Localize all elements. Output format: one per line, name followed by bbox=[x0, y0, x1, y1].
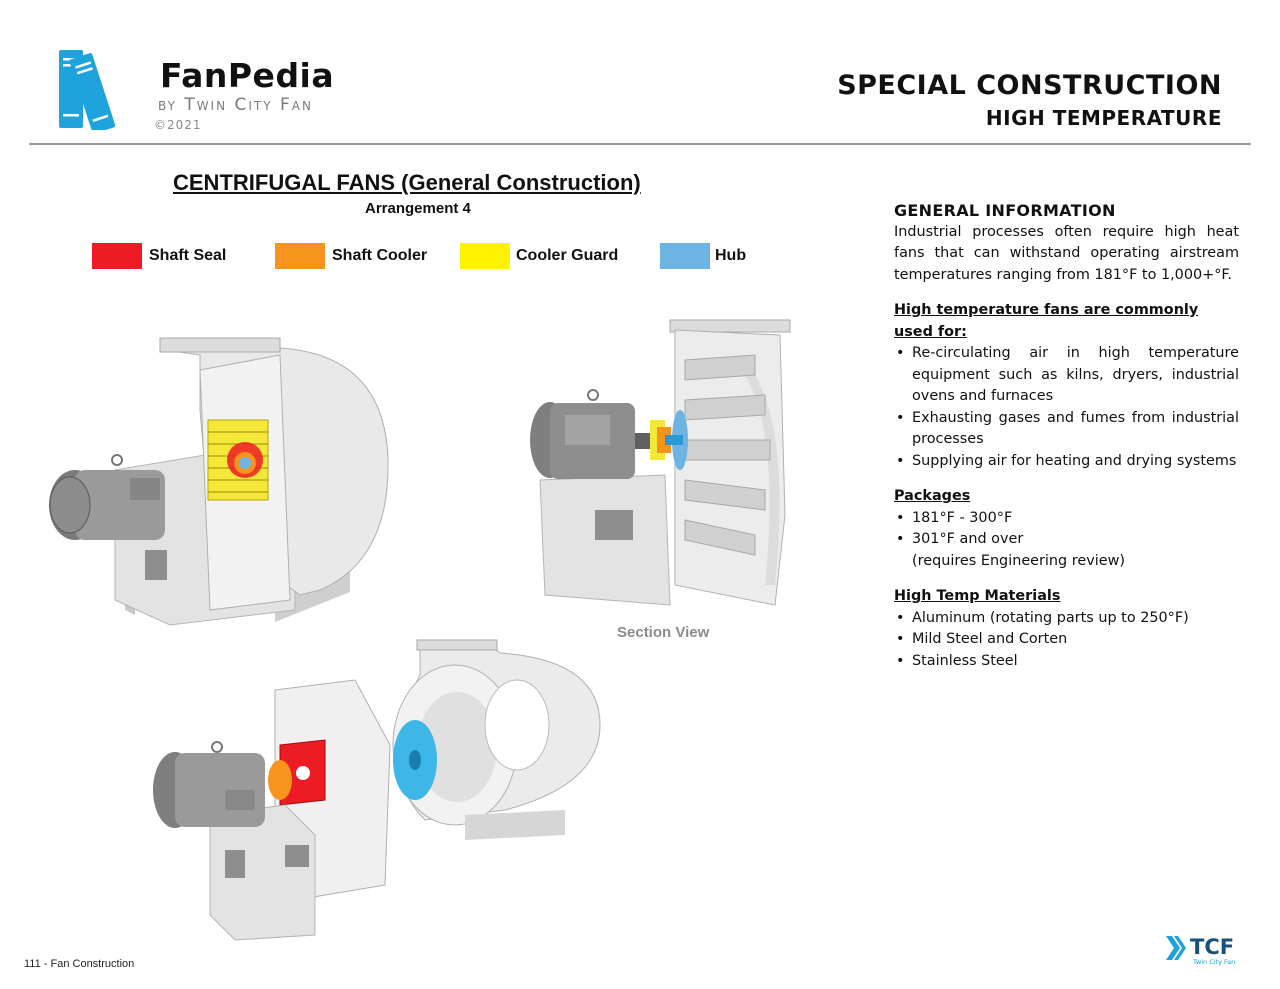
list-item: Aluminum (rotating parts up to 250°F) bbox=[894, 608, 1239, 630]
header-divider bbox=[29, 143, 1251, 145]
legend-label: Shaft Seal bbox=[149, 247, 227, 264]
list-item: Re-circulating air in high temperature e… bbox=[894, 343, 1239, 408]
materials-heading: High Temp Materials bbox=[894, 588, 1061, 604]
list-item: 301°F and over bbox=[894, 529, 1239, 551]
legend-label: Cooler Guard bbox=[516, 247, 619, 264]
general-info-heading: GENERAL INFORMATION bbox=[894, 201, 1116, 220]
legend-item-shaft-cooler: Shaft Cooler bbox=[275, 243, 427, 269]
list-item: Mild Steel and Corten bbox=[894, 629, 1239, 651]
exploded-fan-illustration bbox=[153, 639, 601, 941]
uses-heading: High temperature fans are commonly used … bbox=[894, 302, 1199, 340]
legend-item-hub: Hub bbox=[660, 243, 746, 269]
general-info-text: Industrial processes often require high … bbox=[894, 223, 1239, 283]
assembled-fan-illustration bbox=[49, 337, 389, 626]
list-item: Supplying air for heating and drying sys… bbox=[894, 451, 1239, 473]
legend-swatch bbox=[275, 243, 325, 269]
legend-swatch bbox=[460, 243, 510, 269]
page-title: SPECIAL CONSTRUCTION bbox=[837, 70, 1222, 101]
materials-list: Aluminum (rotating parts up to 250°F) Mi… bbox=[894, 608, 1239, 673]
arrangement-label: Arrangement 4 bbox=[365, 200, 471, 217]
brand-copyright: ©2021 bbox=[154, 118, 202, 132]
list-item: 181°F - 300°F bbox=[894, 508, 1239, 530]
section-heading: CENTRIFUGAL FANS (General Construction) bbox=[173, 170, 641, 195]
uses-list: Re-circulating air in high temperature e… bbox=[894, 343, 1239, 472]
tcf-logo-subtext: Twin City Fan bbox=[1192, 958, 1235, 966]
brand-byline: by Twin City Fan bbox=[158, 95, 313, 115]
packages-heading: Packages bbox=[894, 488, 971, 504]
tcf-logo-icon: TCF Twin City Fan bbox=[1166, 935, 1235, 966]
packages-note: (requires Engineering review) bbox=[912, 552, 1125, 569]
tcf-logo-text: TCF bbox=[1190, 935, 1234, 959]
list-item: Exhausting gases and fumes from industri… bbox=[894, 408, 1239, 451]
section-view-fan-illustration bbox=[530, 319, 791, 606]
info-panel: GENERAL INFORMATION Industrial processes… bbox=[894, 200, 1239, 672]
legend-label: Shaft Cooler bbox=[332, 247, 428, 264]
legend-item-shaft-seal: Shaft Seal bbox=[92, 243, 226, 269]
legend-swatch bbox=[660, 243, 710, 269]
fanpedia-books-icon bbox=[59, 50, 116, 130]
section-view-caption: Section View bbox=[617, 624, 710, 641]
legend-swatch bbox=[92, 243, 142, 269]
legend-label: Hub bbox=[715, 247, 747, 264]
legend-item-cooler-guard: Cooler Guard bbox=[460, 243, 618, 269]
page-subtitle: HIGH TEMPERATURE bbox=[985, 106, 1222, 130]
brand-name: FanPedia bbox=[160, 56, 335, 95]
list-item: Stainless Steel bbox=[894, 651, 1239, 673]
packages-list: 181°F - 300°F 301°F and over bbox=[894, 508, 1239, 551]
page-footer-label: 111 - Fan Construction bbox=[24, 958, 135, 970]
